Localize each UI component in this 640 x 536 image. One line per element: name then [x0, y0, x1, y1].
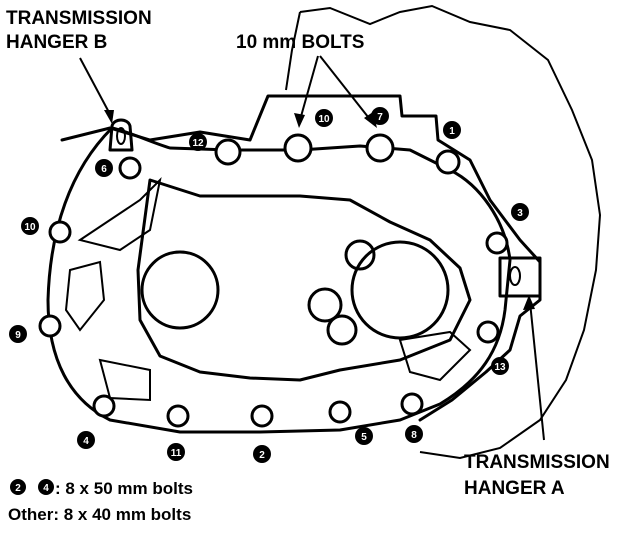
mainshaft-bore	[140, 250, 220, 330]
inner-rib-4	[398, 330, 472, 382]
bolts-10mm-leaders	[294, 55, 377, 128]
label-hanger-b-line2: HANGER B	[6, 32, 107, 53]
bolt-boss-13	[476, 320, 500, 344]
svg-text:5: 5	[361, 432, 367, 443]
inner-rib-3	[98, 358, 151, 402]
hanger-b-hole	[116, 127, 126, 145]
diff-bore-inner	[307, 287, 343, 323]
svg-text:13: 13	[494, 362, 506, 373]
bolt-boss-10mm-left	[283, 133, 313, 163]
bolt-boss-11	[166, 404, 190, 428]
bolt-number-10-top: 10	[315, 109, 333, 127]
bolt-number-13: 13	[491, 357, 509, 375]
svg-text:1: 1	[449, 126, 455, 137]
svg-text:4: 4	[43, 483, 49, 494]
bolt-boss-8	[400, 392, 424, 416]
bolt-boss-4	[92, 394, 116, 418]
bolt-number-5: 5	[355, 427, 373, 445]
diff-bore-small	[326, 314, 358, 346]
bolt-number-12: 12	[189, 133, 207, 151]
svg-text:7: 7	[377, 112, 383, 123]
svg-text:11: 11	[171, 448, 182, 459]
label-hanger-a-line2: HANGER A	[464, 478, 565, 499]
bolt-number-1: 1	[443, 121, 461, 139]
hanger-b-bracket	[108, 118, 134, 152]
svg-text:6: 6	[101, 164, 107, 175]
svg-text:9: 9	[15, 330, 21, 341]
svg-text:2: 2	[259, 450, 265, 461]
svg-text:12: 12	[192, 138, 204, 149]
bolt-boss-10	[48, 220, 72, 244]
cover-flange	[46, 126, 512, 434]
bolt-number-9: 9	[9, 325, 27, 343]
bolt-boss-9	[38, 314, 62, 338]
hanger-a-leader	[523, 295, 545, 441]
case-outline	[299, 4, 602, 460]
label-10mm-bolts: 10 mm BOLTS	[236, 32, 364, 53]
svg-text:3: 3	[517, 208, 523, 219]
svg-text:: 8 x 50 mm bolts: : 8 x 50 mm bolts	[55, 479, 193, 498]
legend-line-1: 2 4 : 8 x 50 mm bolts	[10, 479, 193, 498]
housing-outline	[60, 94, 542, 422]
hanger-a-bracket	[498, 256, 542, 298]
bolt-number-11: 11	[167, 443, 185, 461]
upper-boss	[344, 239, 376, 271]
bolt-boss-2	[250, 404, 274, 428]
bolt-number-4: 4	[77, 431, 95, 449]
bolt-boss-10mm-right	[365, 133, 395, 163]
svg-text:10: 10	[24, 222, 36, 233]
svg-text:4: 4	[83, 436, 89, 447]
bolt-number-6: 6	[95, 159, 113, 177]
hanger-b-leader	[79, 57, 114, 124]
hanger-a-hole	[509, 266, 521, 286]
bolt-number-2: 2	[253, 445, 271, 463]
svg-text:10: 10	[318, 114, 330, 125]
inner-rib-2	[64, 260, 106, 332]
label-hanger-b-line1: TRANSMISSION	[6, 8, 152, 29]
bolt-boss-1	[435, 149, 461, 175]
bolt-boss-12	[214, 138, 242, 166]
legend-line-2: Other: 8 x 40 mm bolts	[8, 505, 191, 524]
bolt-number-7: 7	[371, 107, 389, 125]
bolt-number-10: 10	[21, 217, 39, 235]
bolt-number-3: 3	[511, 203, 529, 221]
inner-plate	[136, 178, 472, 382]
bolt-number-8: 8	[405, 425, 423, 443]
bolt-boss-5	[328, 400, 352, 424]
bolt-boss-6	[118, 156, 142, 180]
svg-text:8: 8	[411, 430, 417, 441]
inner-rib-1	[77, 176, 162, 252]
bolt-boss-3	[485, 231, 509, 255]
svg-text:2: 2	[15, 483, 21, 494]
label-hanger-a-line1: TRANSMISSION	[464, 452, 610, 473]
countershaft-bore	[350, 240, 450, 340]
case-outline-left	[285, 11, 301, 91]
